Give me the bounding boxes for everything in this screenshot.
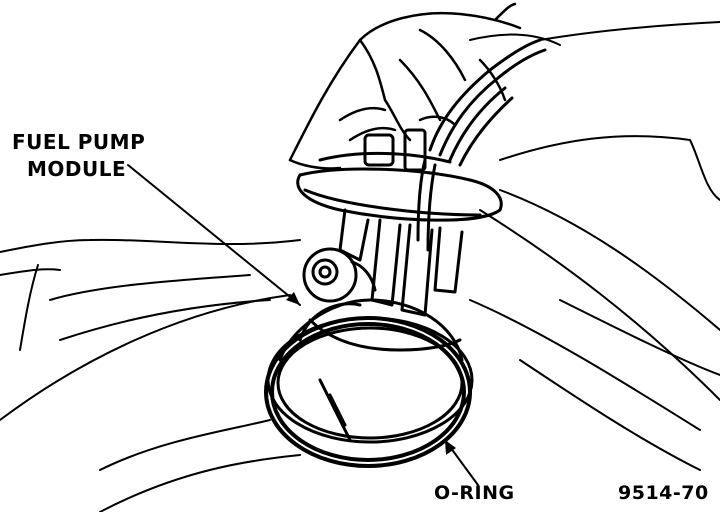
pressure-regulator (302, 247, 377, 303)
tank-outline (0, 21, 720, 512)
module-flange (296, 128, 503, 222)
oring-arrowhead (445, 440, 456, 455)
module-tubes (338, 208, 464, 317)
fuel-pump-module-label-line2: MODULE (27, 157, 127, 181)
pump-reservoir (266, 298, 474, 444)
figure-id-label: 9514-70 (618, 482, 709, 504)
o-ring-seal (264, 316, 472, 468)
hand-sketch (288, 2, 522, 170)
fuel-pump-module-label-line1: FUEL PUMP (12, 130, 146, 154)
module-arrowhead (286, 292, 300, 305)
o-ring-label: O-RING (434, 482, 515, 504)
wiring-harness (416, 38, 547, 252)
